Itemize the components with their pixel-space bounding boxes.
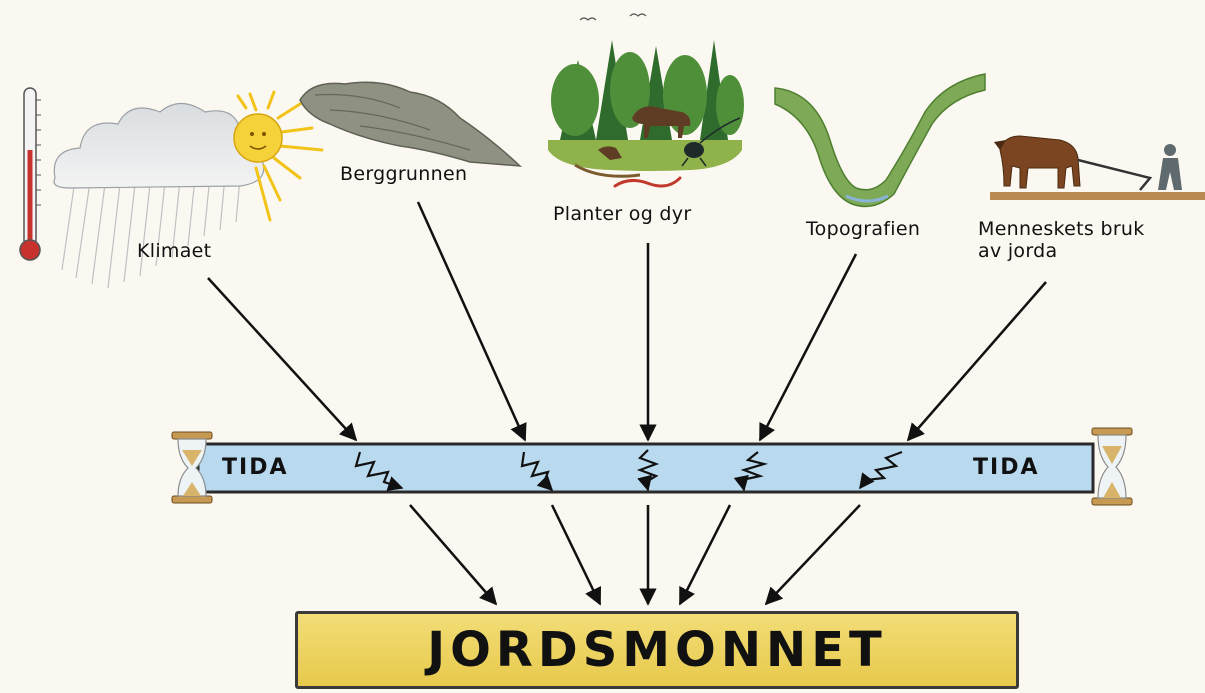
- result-box: JORDSMONNET: [295, 611, 1019, 689]
- arrow-to-result-4: [680, 505, 730, 604]
- valley-icon: [775, 74, 985, 206]
- arrow-to-result-5: [766, 505, 860, 604]
- arrow-to-result-2: [552, 505, 600, 604]
- label-planter-og-dyr: Planter og dyr: [553, 203, 691, 225]
- bedrock-icon: [300, 82, 520, 166]
- forest-icon: [548, 14, 744, 186]
- plowing-farmer-icon: [990, 136, 1205, 200]
- time-band-right-label: TIDA: [973, 455, 1039, 480]
- result-label: JORDSMONNET: [427, 622, 886, 678]
- result-arrows: [410, 505, 860, 604]
- label-klimaet: Klimaet: [137, 240, 211, 262]
- factor-arrows: [208, 202, 1046, 440]
- arrow-menneskets-bruk: [908, 282, 1046, 440]
- arrow-klimaet: [208, 278, 356, 440]
- arrow-topografien: [760, 254, 856, 440]
- label-menneskets-bruk: Menneskets bruk av jorda: [978, 218, 1145, 262]
- arrow-berggrunnen: [418, 202, 525, 440]
- hourglass-right-icon: [1092, 428, 1132, 505]
- label-berggrunnen: Berggrunnen: [340, 163, 467, 185]
- label-topografien: Topografien: [806, 218, 920, 240]
- time-band-left-label: TIDA: [222, 455, 288, 480]
- thermometer-icon: [20, 88, 41, 260]
- arrow-to-result-1: [410, 505, 496, 604]
